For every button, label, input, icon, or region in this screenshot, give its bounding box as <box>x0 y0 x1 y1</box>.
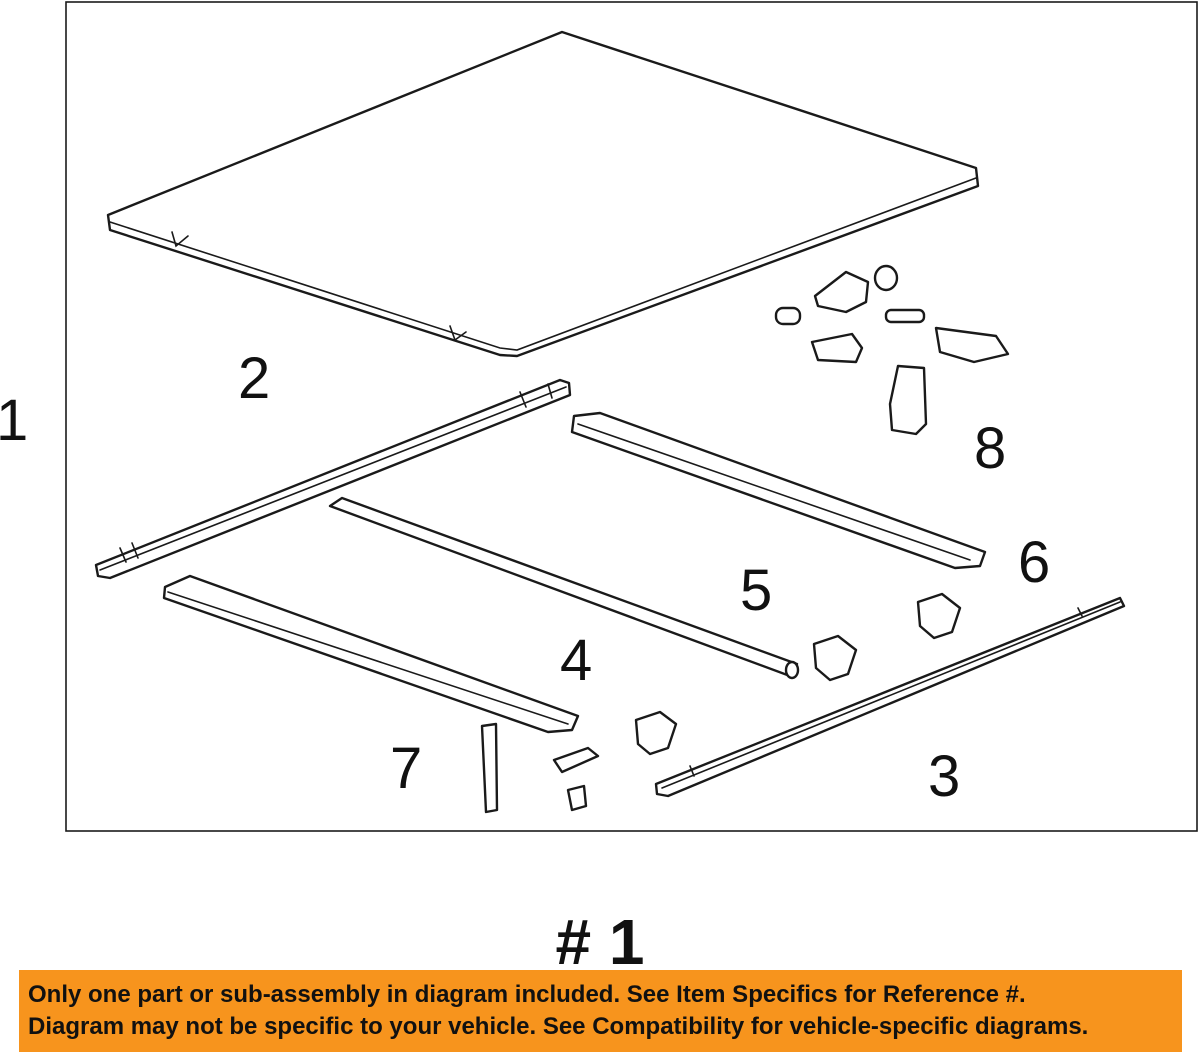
clamp-parts <box>552 592 962 812</box>
part-4-bar <box>162 574 580 734</box>
diagram-frame <box>65 1 1198 832</box>
part-7-strap <box>480 722 499 814</box>
part-5-rod <box>328 496 800 680</box>
disclaimer-line-1: Only one part or sub-assembly in diagram… <box>28 981 1026 1008</box>
callout-7: 7 <box>390 736 422 801</box>
disclaimer-line-2: Diagram may not be specific to your vehi… <box>28 1013 1089 1040</box>
callout-5: 5 <box>740 558 772 623</box>
part-8-hardware <box>774 264 1010 436</box>
disclaimer-banner: Only one part or sub-assembly in diagram… <box>19 970 1182 1052</box>
callout-3: 3 <box>928 744 960 809</box>
part-2-cover <box>106 30 980 358</box>
callout-6: 6 <box>1018 530 1050 595</box>
part-6-bar <box>570 411 987 570</box>
part-3-rail <box>654 596 1126 798</box>
callout-2: 2 <box>238 346 270 411</box>
side-label-1: 1 <box>0 388 28 453</box>
part-1-rail <box>94 378 572 580</box>
callout-8: 8 <box>974 416 1006 481</box>
reference-number: # 1 <box>555 906 645 978</box>
callout-4: 4 <box>560 628 592 693</box>
